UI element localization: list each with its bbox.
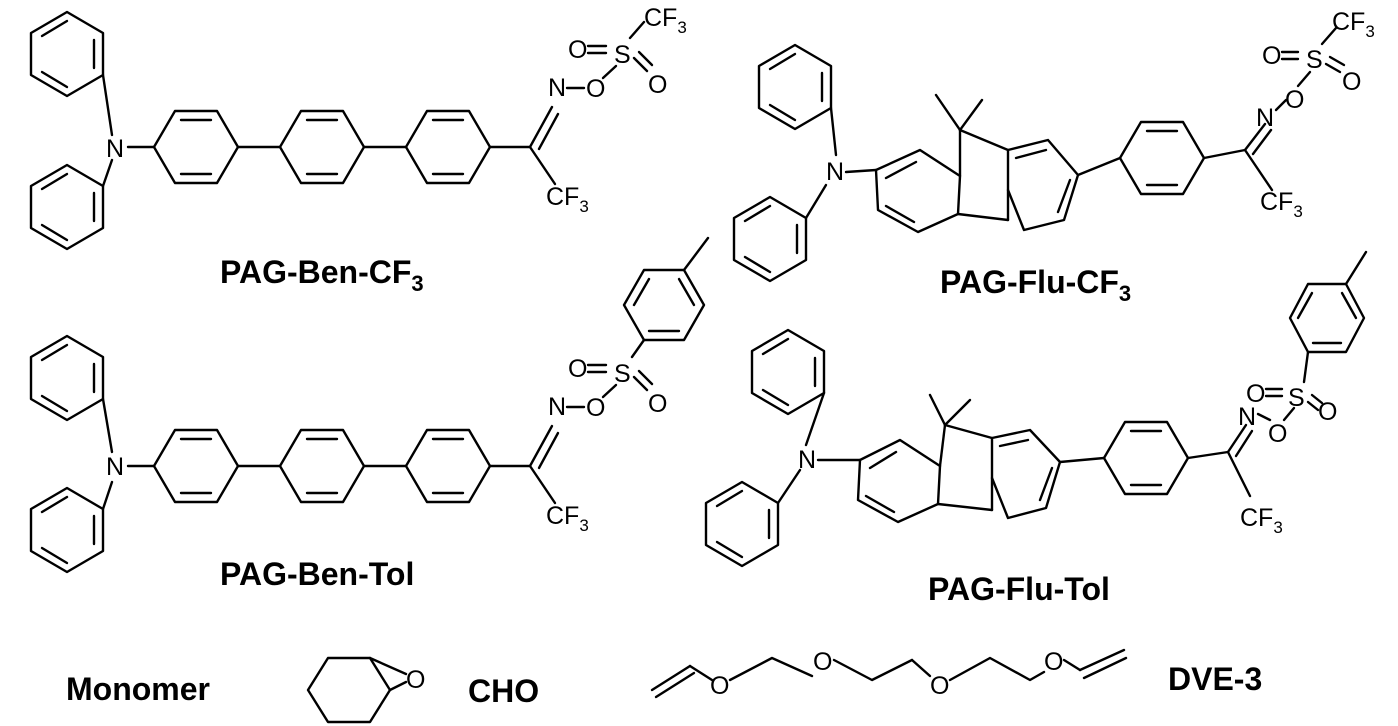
nitrogen-atom: N [1256, 104, 1274, 132]
cf3-group: CF3 [1332, 8, 1375, 41]
oxygen-atom: O [1268, 420, 1287, 448]
nitrogen-atom: N [548, 74, 566, 102]
oxygen-atom: O [1044, 648, 1063, 676]
sulfur-atom: S [614, 41, 631, 69]
pag-flu-cf3-structure: N N O S O O CF3 CF3 PAG-Flu- [732, 8, 1375, 306]
oxygen-atom: O [930, 672, 949, 700]
nitrogen-atom: N [106, 135, 124, 163]
oxygen-atom: O [1246, 380, 1265, 408]
sulfur-atom: S [614, 360, 631, 388]
oxygen-atom: O [568, 355, 587, 383]
oxygen-atom: O [1262, 42, 1281, 70]
oxygen-atom: O [586, 394, 605, 422]
oxygen-atom: O [586, 75, 605, 103]
cf3-group: CF3 [546, 183, 589, 216]
compound-name-pag-flu-cf3: PAG-Flu-CF3 [940, 264, 1131, 306]
cho-label: CHO [468, 673, 539, 709]
nitrogen-atom: N [548, 393, 566, 421]
oxygen-atom: O [1342, 68, 1361, 96]
pag-ben-tol-structure: N N O S O O CF3 PAG-Ben-Tol [29, 236, 710, 592]
dve-3-label: DVE-3 [1168, 661, 1262, 697]
nitrogen-atom: N [798, 446, 816, 474]
oxygen-atom: O [568, 36, 587, 64]
nitrogen-atom: N [826, 158, 844, 186]
oxygen-atom: O [1285, 86, 1304, 114]
sulfur-atom: S [1306, 46, 1323, 74]
cf3-group: CF3 [1260, 188, 1303, 221]
nitrogen-atom: N [106, 453, 124, 481]
monomer-row: Monomer O CHO O O O O DVE-3 [66, 648, 1262, 724]
pag-flu-tol-structure: N N O S O O [704, 250, 1368, 607]
oxygen-atom: O [813, 648, 832, 676]
compound-name-pag-ben-tol: PAG-Ben-Tol [220, 556, 414, 592]
oxygen-atom: O [406, 666, 425, 694]
sulfur-atom: S [1288, 384, 1305, 412]
nitrogen-atom: N [1238, 403, 1256, 431]
cf3-group: CF3 [546, 502, 589, 535]
oxygen-atom: O [710, 672, 729, 700]
compound-name-pag-flu-tol: PAG-Flu-Tol [928, 571, 1110, 607]
oxygen-atom: O [648, 390, 667, 418]
cf3-group: CF3 [644, 4, 687, 37]
compound-name-pag-ben-cf3: PAG-Ben-CF3 [220, 254, 424, 296]
pag-ben-cf3-structure: N N O S O O CF3 CF3 PAG-Ben-CF3 [29, 4, 687, 296]
oxygen-atom: O [1318, 398, 1337, 426]
monomer-label: Monomer [66, 671, 210, 707]
oxygen-atom: O [648, 71, 667, 99]
cf3-group: CF3 [1240, 504, 1283, 537]
